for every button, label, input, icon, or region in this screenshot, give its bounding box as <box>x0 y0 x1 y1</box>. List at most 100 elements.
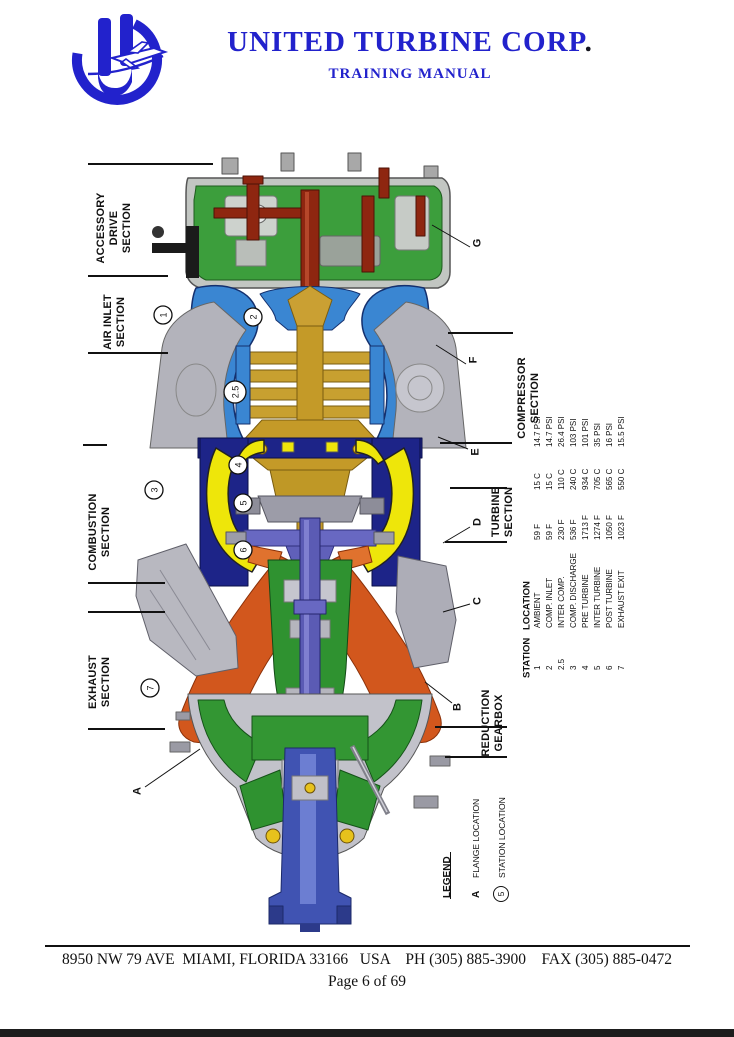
flange-letter-B: B <box>452 703 464 711</box>
svg-text:2.5: 2.5 <box>231 386 241 399</box>
station-marker-2: 2 <box>243 307 263 327</box>
svg-text:14.7 PSI: 14.7 PSI <box>533 416 542 447</box>
section-label-compressor: COMPRESSOR <box>516 357 528 438</box>
svg-text:POST TURBINE: POST TURBINE <box>605 569 614 628</box>
section-label-accessory-drive: ACCESSORY <box>95 192 107 264</box>
table-row: 4 PRE TURBINE 1713 F 934 C 101 PSI <box>581 419 590 670</box>
section-label-exhaust: EXHAUST <box>87 655 99 709</box>
table-row: 2 COMP. INLET 59 F 15 C 14.7 PSI <box>545 416 554 670</box>
table-row: 1 AMBIENT 59 F 15 C 14.7 PSI <box>533 416 542 670</box>
section-label-combustion: COMBUSTION <box>87 493 99 570</box>
station-table: STATION LOCATION 1 AMBIENT 59 F 15 C 14.… <box>522 416 627 678</box>
station-marker-2-5: 2.5 <box>223 380 247 404</box>
svg-text:6: 6 <box>239 547 249 552</box>
table-row: 7 EXHAUST EXIT 1023 F 550 C 15.5 PSI <box>617 416 626 670</box>
svg-text:103 PSI: 103 PSI <box>569 419 578 447</box>
svg-text:SECTION: SECTION <box>121 203 133 253</box>
svg-text:1: 1 <box>533 665 542 670</box>
section-label-turbine: TURBINE <box>490 487 502 537</box>
section-label-air-inlet: AIR INLET <box>102 294 114 350</box>
svg-text:SECTION: SECTION <box>100 507 112 557</box>
svg-text:INTER TURBINE: INTER TURBINE <box>593 567 602 628</box>
station-marker-6: 6 <box>233 540 253 560</box>
svg-text:COMP. DISCHARGE: COMP. DISCHARGE <box>569 553 578 628</box>
svg-text:4: 4 <box>581 665 590 670</box>
svg-text:EXHAUST EXIT: EXHAUST EXIT <box>617 570 626 628</box>
svg-text:15 C: 15 C <box>545 473 554 490</box>
svg-text:SECTION: SECTION <box>100 657 112 707</box>
svg-text:SECTION: SECTION <box>115 297 127 347</box>
svg-text:101 PSI: 101 PSI <box>581 419 590 447</box>
table-row: 5 INTER TURBINE 1274 F 705 C 35 PSI <box>593 423 602 670</box>
station-marker-7: 7 <box>140 678 160 698</box>
svg-text:536 F: 536 F <box>569 519 578 540</box>
svg-text:565 C: 565 C <box>605 468 614 490</box>
legend-flange-symbol: A <box>471 891 482 898</box>
svg-text:SECTION: SECTION <box>529 373 541 423</box>
station-marker-1: 1 <box>153 305 173 325</box>
footer-divider <box>45 945 690 947</box>
legend-station-circle <box>493 886 509 902</box>
airplane-icon <box>87 41 169 76</box>
section-boundary-lines-right <box>435 332 513 758</box>
svg-text:1274 F: 1274 F <box>593 515 602 540</box>
manual-subtitle: TRAINING MANUAL <box>328 66 492 82</box>
flange-letter-D: D <box>472 518 484 526</box>
section-labels-left: ACCESSORY DRIVE SECTION AIR INLET SECTIO… <box>87 192 133 709</box>
svg-text:COMP. INLET: COMP. INLET <box>545 578 554 628</box>
legend-station-label: STATION LOCATION <box>497 797 507 878</box>
svg-text:PRE TURBINE: PRE TURBINE <box>581 574 590 628</box>
svg-text:2: 2 <box>545 665 554 670</box>
page-header: UNITED TURBINE CORP. TRAINING MANUAL <box>0 0 734 120</box>
legend-flange-label: FLANGE LOCATION <box>471 799 481 878</box>
svg-text:3: 3 <box>150 487 160 492</box>
svg-text:SECTION: SECTION <box>503 487 515 537</box>
legend: LEGEND A FLANGE LOCATION 5 STATION LOCAT… <box>442 797 509 902</box>
svg-text:934 C: 934 C <box>581 468 590 490</box>
station-marker-4: 4 <box>228 455 248 475</box>
table-row: 3 COMP. DISCHARGE 536 F 240 C 103 PSI <box>569 419 578 670</box>
table-row: 2.5 INTER COMP. 230 F 110 C 26.4 PSI <box>557 416 566 670</box>
svg-text:4: 4 <box>234 462 244 467</box>
flange-letter-A: A <box>132 787 144 795</box>
table-header-location: LOCATION <box>522 581 533 630</box>
company-title: UNITED TURBINE CORP. <box>227 26 593 58</box>
united-turbine-logo-icon <box>72 14 169 105</box>
flange-letter-F: F <box>468 356 480 363</box>
svg-text:5: 5 <box>593 665 602 670</box>
svg-text:AMBIENT: AMBIENT <box>533 592 542 628</box>
flange-markers: G F E D C B A <box>132 224 484 795</box>
footer-address: 8950 NW 79 AVE MIAMI, FLORIDA 33166 USA … <box>61 951 673 968</box>
svg-text:5: 5 <box>239 500 249 505</box>
svg-text:3: 3 <box>569 665 578 670</box>
station-markers: 1 2 2.5 3 4 5 6 7 <box>140 305 263 698</box>
svg-text:35 PSI: 35 PSI <box>593 423 602 447</box>
svg-text:230 F: 230 F <box>557 519 566 540</box>
svg-text:2.5: 2.5 <box>557 658 566 670</box>
station-marker-3: 3 <box>144 480 164 500</box>
svg-text:15.5 PSI: 15.5 PSI <box>617 416 626 447</box>
flange-letter-C: C <box>472 597 484 605</box>
svg-text:6: 6 <box>605 665 614 670</box>
table-row: 6 POST TURBINE 1050 F 565 C 16 PSI <box>605 423 614 670</box>
engine-cutaway-illustration <box>135 152 467 932</box>
svg-text:1023 F: 1023 F <box>617 515 626 540</box>
svg-text:16 PSI: 16 PSI <box>605 423 614 447</box>
svg-text:INTER COMP.: INTER COMP. <box>557 577 566 628</box>
svg-text:110 C: 110 C <box>557 469 566 490</box>
svg-text:1713 F: 1713 F <box>581 515 590 540</box>
svg-text:DRIVE: DRIVE <box>108 211 120 246</box>
svg-text:1: 1 <box>159 312 169 317</box>
table-header-station: STATION <box>522 638 533 678</box>
svg-text:26.4 PSI: 26.4 PSI <box>557 416 566 447</box>
flange-letter-G: G <box>472 239 484 248</box>
svg-text:59 F: 59 F <box>545 524 554 540</box>
legend-title: LEGEND <box>442 856 453 898</box>
section-label-reduction-gearbox: REDUCTION <box>480 689 492 756</box>
svg-text:240 C: 240 C <box>569 468 578 490</box>
flange-letter-E: E <box>470 448 482 455</box>
svg-text:59 F: 59 F <box>533 524 542 540</box>
legend-station-symbol: 5 <box>496 891 506 896</box>
